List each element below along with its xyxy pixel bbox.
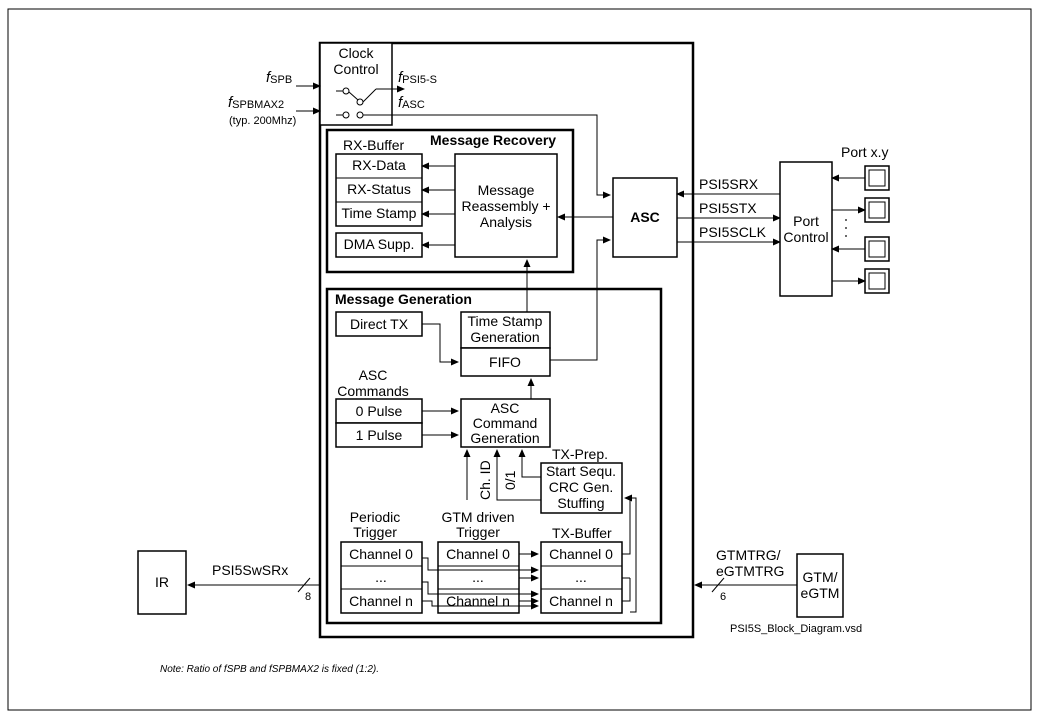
gtm-trigger-line2: Trigger <box>456 524 500 540</box>
port-pins-title: Port x.y <box>841 144 888 160</box>
f-asc-label: fASC <box>398 94 425 111</box>
gtm-bus-width: 6 <box>720 591 726 603</box>
tx-prep-line1: Start Sequ. <box>546 463 616 479</box>
asc-cmd-gen-line3: Generation <box>470 430 539 446</box>
asc-commands-line2: Commands <box>337 383 409 399</box>
asc-cmd-gen-box <box>460 398 551 448</box>
footnote: Note: Ratio of fSPB and fSPBMAX2 is fixe… <box>160 664 379 675</box>
gtm-channeln: Channel n <box>446 593 510 609</box>
rx-buffer-group <box>335 153 423 227</box>
rx-buffer-label: RX-Buffer <box>343 137 405 153</box>
asc-label: ASC <box>630 209 660 225</box>
gtm-trigger-line1: GTM driven <box>441 509 514 525</box>
periodic-line2: Trigger <box>353 524 397 540</box>
fifo-label: FIFO <box>489 354 521 370</box>
dma-supp-box <box>335 232 423 258</box>
file-label: PSI5S_Block_Diagram.vsd <box>730 623 862 635</box>
time-stamp-cell: Time Stamp <box>342 205 417 221</box>
periodic-channel0: Channel 0 <box>349 546 413 562</box>
periodic-channeln: Channel n <box>349 593 413 609</box>
gtm-signal-line2: eGTMTRG <box>716 563 784 579</box>
message-generation-box <box>325 287 663 625</box>
psi5s-module-border <box>318 41 695 639</box>
gtm-channel0: Channel 0 <box>446 546 510 562</box>
ir-signal-label: PSI5SwSRx <box>212 562 288 578</box>
port-pin-icons <box>845 165 890 294</box>
zero-one-label: 0/1 <box>502 470 518 490</box>
asc-cmd-gen-line1: ASC <box>491 400 520 416</box>
psi5stx-label: PSI5STX <box>699 200 757 216</box>
reassembly-line1: Message <box>478 182 535 198</box>
message-generation-title: Message Generation <box>335 291 472 307</box>
psi5srx-label: PSI5SRX <box>699 176 759 192</box>
ch-id-label: Ch. ID <box>477 460 493 500</box>
tx-buffer-dots: ... <box>575 569 587 585</box>
periodic-trigger-group <box>340 541 423 614</box>
direct-tx-label: Direct TX <box>350 316 409 332</box>
ir-box <box>137 550 187 615</box>
asc-commands-line1: ASC <box>359 367 388 383</box>
periodic-dots: ... <box>375 569 387 585</box>
clock-switch-icon <box>336 87 392 119</box>
clock-title-line2: Control <box>333 61 378 77</box>
port-control-line1: Port <box>793 213 819 229</box>
rx-data-cell: RX-Data <box>352 157 406 173</box>
tx-buffer-label: TX-Buffer <box>552 525 612 541</box>
gtm-dots: ... <box>472 569 484 585</box>
pulse1-label: 1 Pulse <box>356 427 403 443</box>
tx-buffer-group <box>540 541 623 614</box>
rx-status-cell: RX-Status <box>347 181 411 197</box>
ts-gen-line2: Generation <box>470 329 539 345</box>
outer-frame <box>7 8 1032 711</box>
message-recovery-box <box>325 128 575 274</box>
f-psi5s-label: fPSI5-S <box>398 69 437 86</box>
fifo-box <box>460 347 551 377</box>
reassembly-line3: Analysis <box>480 214 532 230</box>
message-recovery-title: Message Recovery <box>430 132 556 148</box>
gtm-box-line2: eGTM <box>801 585 840 601</box>
port-control-line2: Control <box>783 229 828 245</box>
periodic-line1: Periodic <box>350 509 401 525</box>
asc-cmd-gen-line2: Command <box>473 415 538 431</box>
pulse0-label: 0 Pulse <box>356 403 403 419</box>
f-spbmax2-note: (typ. 200Mhz) <box>229 115 296 127</box>
tx-prep-box <box>540 462 623 514</box>
gtm-signal-line1: GTMTRG/ <box>716 547 781 563</box>
ts-gen-line1: Time Stamp <box>468 313 543 329</box>
reassembly-line2: Reassembly + <box>461 198 550 214</box>
dma-supp-label: DMA Supp. <box>344 236 415 252</box>
tx-prep-line3: Stuffing <box>557 495 604 511</box>
clock-title-line1: Clock <box>338 45 374 61</box>
psi5sclk-label: PSI5SCLK <box>699 224 767 240</box>
reassembly-box <box>454 153 558 258</box>
f-spb-label: fSPB <box>266 69 292 86</box>
gtm-trigger-group <box>437 541 520 614</box>
clock-control-box <box>319 42 393 126</box>
tx-prep-label: TX-Prep. <box>552 446 608 462</box>
port-control-box <box>779 161 833 297</box>
asc-box <box>612 177 678 258</box>
tx-prep-line2: CRC Gen. <box>549 479 614 495</box>
gtm-box-line1: GTM/ <box>803 569 838 585</box>
direct-tx-box <box>335 311 423 337</box>
ir-bus-width: 8 <box>305 591 311 603</box>
tx-buffer-channeln: Channel n <box>549 593 613 609</box>
gtm-box <box>796 553 844 618</box>
tx-buffer-channel0: Channel 0 <box>549 546 613 562</box>
f-spbmax2-label: fSPBMAX2 <box>228 94 284 111</box>
ts-gen-box <box>460 311 551 349</box>
ir-label: IR <box>155 574 169 590</box>
